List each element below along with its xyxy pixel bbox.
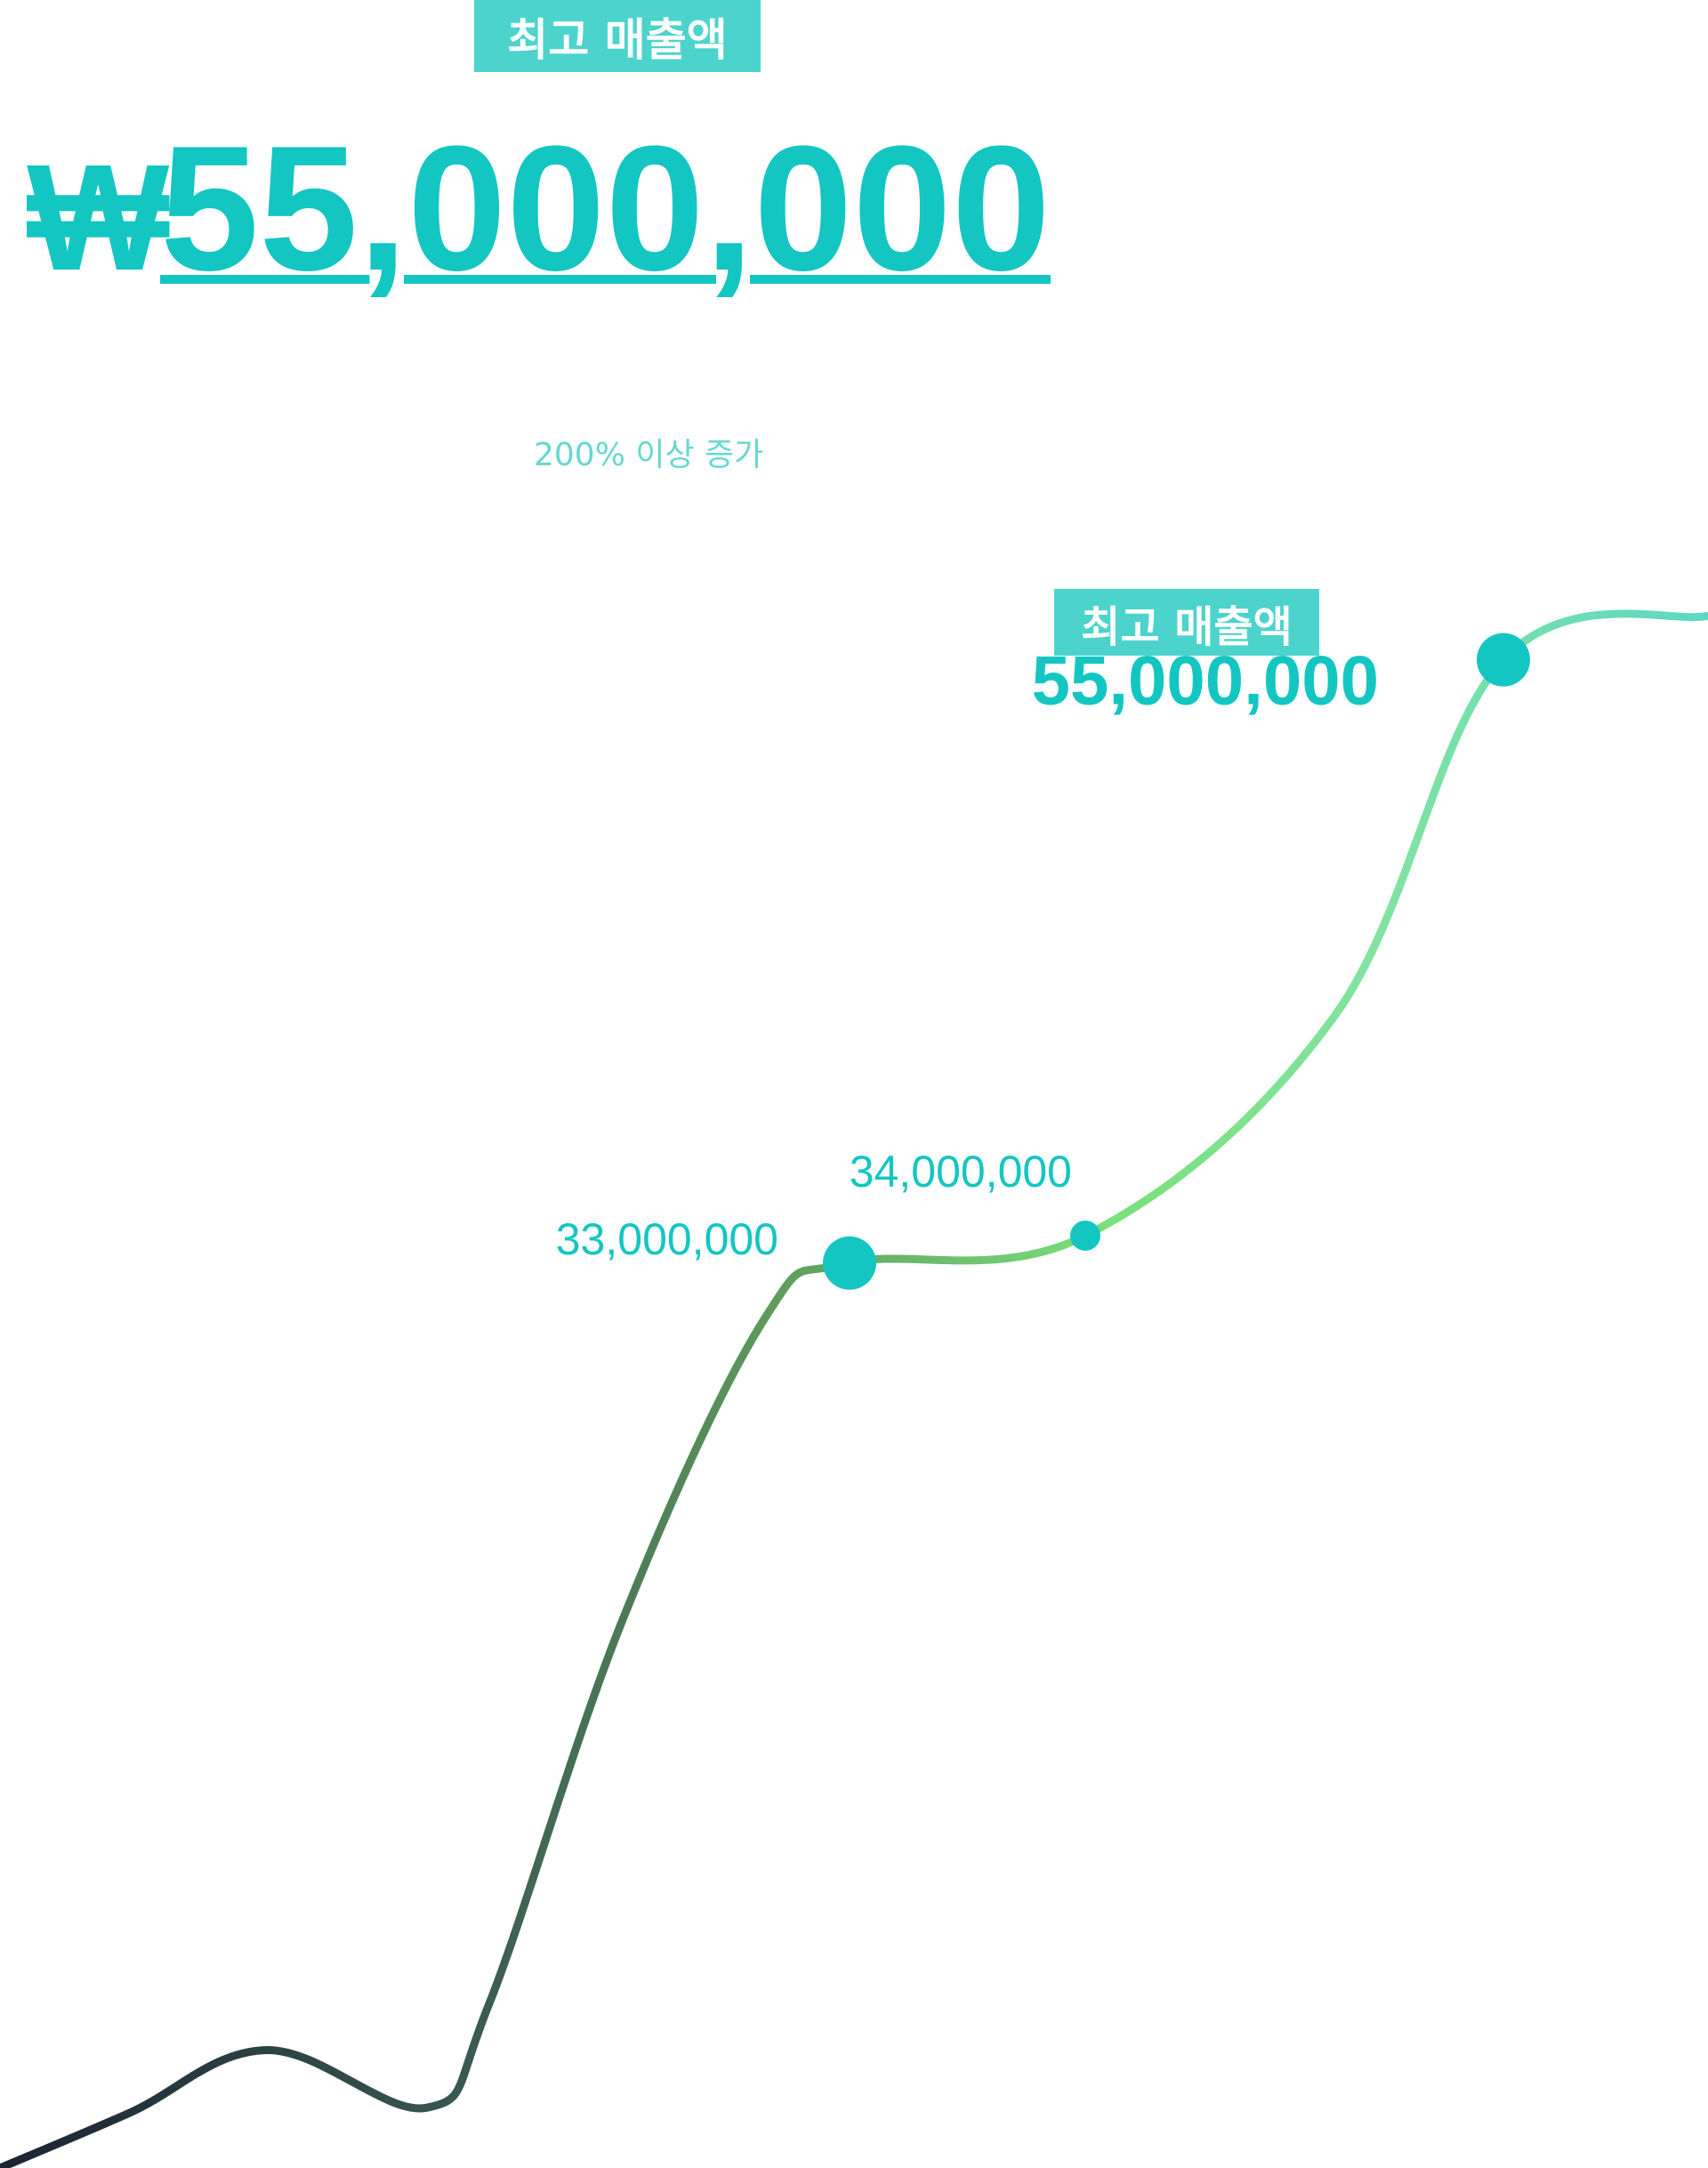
data-point-marker <box>1477 633 1530 687</box>
currency-symbol: ₩ <box>27 133 170 302</box>
top-badge-highest-sales: 최고 매출액 <box>474 0 761 72</box>
data-point-marker <box>1070 1220 1100 1251</box>
chart-badge-highest-sales: 최고 매출액 <box>1054 589 1319 656</box>
data-point-label: 34,000,000 <box>850 1147 1072 1197</box>
data-point-label: 55,000,000 <box>1032 641 1379 720</box>
sales-series-line <box>0 609 1708 2168</box>
growth-note: 200% 이상 증가 <box>534 437 764 473</box>
data-point-marker <box>823 1236 876 1290</box>
highest-sales-amount: 55,000,000 <box>160 109 1051 308</box>
highest-sales-headline: ₩55,000,000 <box>27 120 1148 334</box>
data-point-label: 33,000,000 <box>556 1214 778 1264</box>
